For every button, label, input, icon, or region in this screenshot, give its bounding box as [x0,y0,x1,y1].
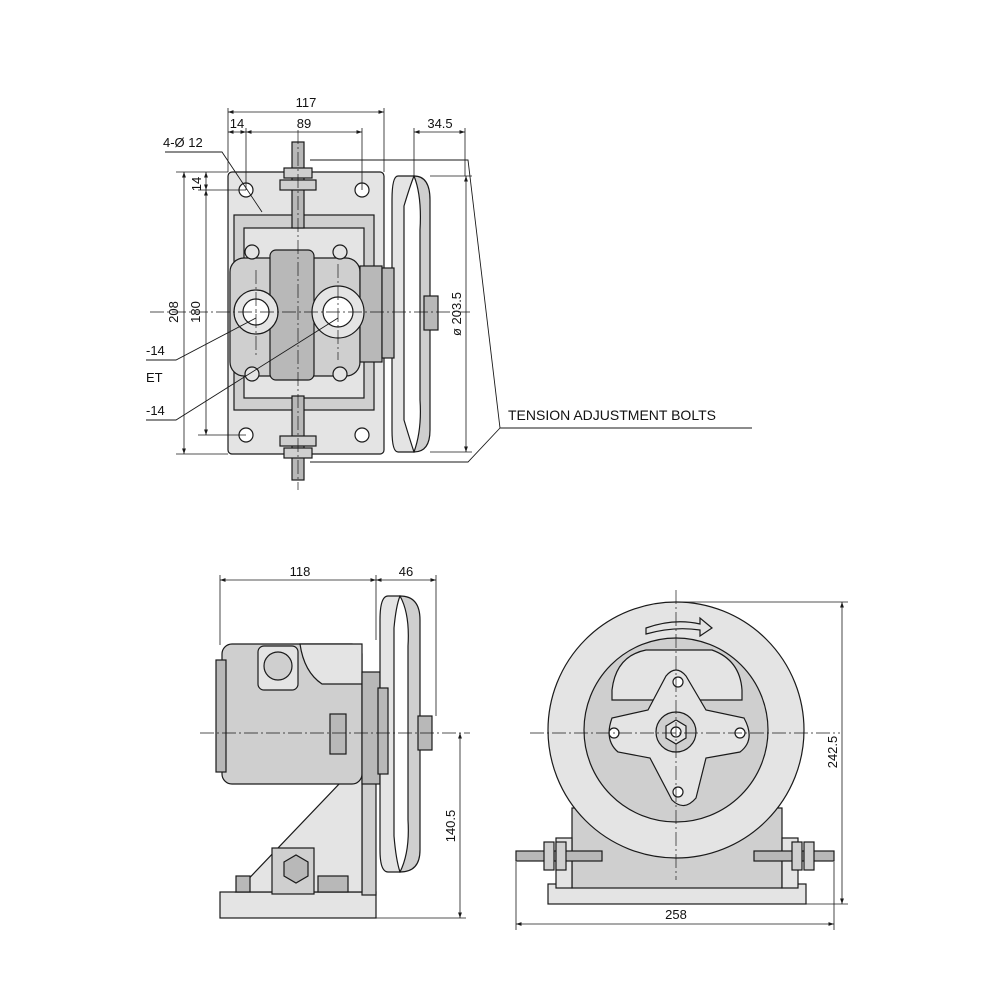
front-nut [803,841,815,871]
pump-lug [244,244,260,260]
plate-hole [354,427,370,443]
side-pulley-groove [398,595,421,873]
dim-shaft-height: 140.5 [443,810,458,843]
front-view: 242.5 258 [515,590,848,930]
port-callout-1: -14 [146,343,165,358]
pump-lug [332,244,348,260]
front-nut [543,841,555,871]
holes-callout: 4-Ø 12 [163,135,203,150]
pump-lug [244,366,260,382]
side-pump-cap [215,659,227,773]
dim-total-height: 208 [166,301,181,323]
dim-inner-height: 180 [188,301,203,323]
dim-pulley-diameter: ø 203.5 [449,292,464,336]
pulley-hub [381,267,395,359]
adjust-nut [283,854,309,884]
side-flange [361,671,381,785]
front-flange-hole [672,786,684,798]
dim-hole-offset: 14 [230,116,244,131]
side-pulley-hub [377,687,389,775]
dim-side-width: 118 [290,564,311,579]
side-pump-neck [299,643,363,685]
front-nut [791,841,803,871]
top-view: 117 14 89 34.5 4-Ø 12 14 208 180 ø 2 [146,95,752,490]
dim-front-width: 258 [665,907,687,922]
dim-front-height: 242.5 [825,736,840,769]
side-coupling [329,713,347,755]
dim-side-pulley: 46 [399,564,413,579]
side-port-bore [263,651,293,681]
dim-hole-spacing: 89 [297,116,311,131]
shaft-nut [423,295,439,331]
port-callout-label: ET [146,370,163,385]
front-nut [555,841,567,871]
dim-pulley-offset: 34.5 [427,116,452,131]
bolt-head [235,875,251,893]
port-callout-2: -14 [146,403,165,418]
tension-bolts-label: TENSION ADJUSTMENT BOLTS [508,407,716,423]
rotation-arrow [645,616,714,638]
side-view: 118 46 140.5 [200,564,470,919]
pulley-groove [413,175,431,453]
dim-top-width: 117 [296,95,317,110]
side-base-plate [219,891,377,919]
pulley-top-view [391,175,415,453]
pump-lug [332,366,348,382]
bolt-head [317,875,349,893]
front-flange-hole [672,676,684,688]
dim-vert-offset: 14 [189,177,204,191]
